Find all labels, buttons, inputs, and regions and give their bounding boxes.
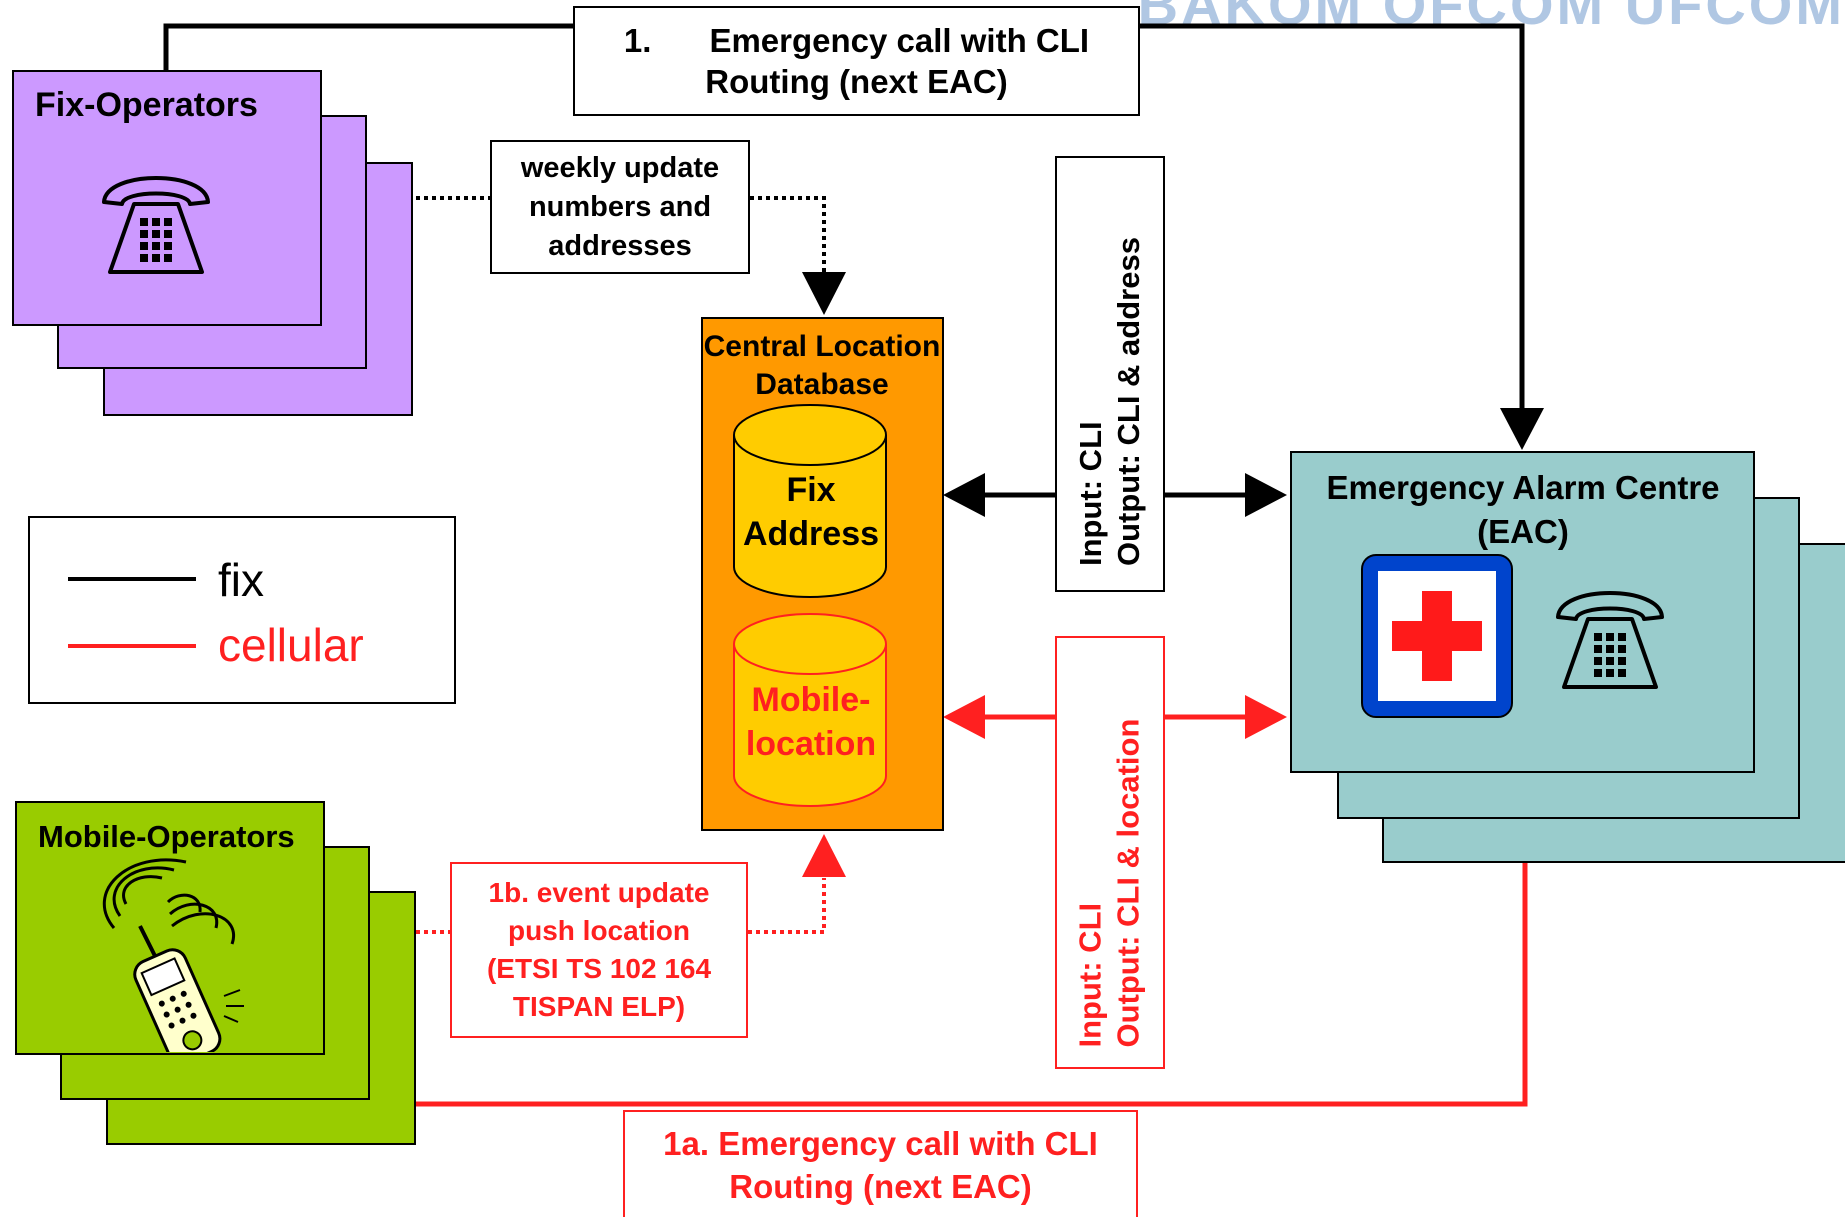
event-update-line4: TISPAN ELP) <box>512 991 686 1022</box>
fix-call-arrowhead <box>1500 408 1544 450</box>
mobile-call-line1: 1a. Emergency call with CLI <box>663 1124 1098 1162</box>
legend <box>28 516 456 704</box>
weekly-update-line2: numbers and <box>528 190 712 223</box>
mobile-phone-icon <box>56 856 256 1065</box>
fix-operators-title: Fix-Operators <box>35 86 258 124</box>
event-update-box: 1b. event update push location (ETSI TS … <box>450 862 748 1038</box>
fix-io-line2: Output: CLI & address <box>1111 237 1146 566</box>
fix-call-line1: Emergency call with CLI <box>709 22 1090 59</box>
mobile-io-line1: Input: CLI <box>1072 902 1108 1048</box>
eac-telephone-icon <box>1552 575 1668 691</box>
fix-io-arrowhead-right <box>1245 473 1287 517</box>
eac-title: Emergency Alarm Centre (EAC) <box>1292 466 1754 554</box>
mobile-location-line1: Mobile- <box>751 681 871 719</box>
weekly-update-line3: addresses <box>548 229 692 262</box>
weekly-update-arrowhead <box>802 272 846 315</box>
mobile-location-cylinder <box>732 612 890 808</box>
fix-address-line2: Address <box>742 515 880 553</box>
fix-io-arrowhead-left <box>943 473 985 517</box>
fix-io-box <box>1055 156 1165 592</box>
mobile-location-label: Mobile- location <box>732 678 890 766</box>
database-title: Central Location Database <box>696 328 948 404</box>
mobile-io-arrowhead-left <box>943 695 985 739</box>
event-update-line1: 1b. event update <box>488 877 710 908</box>
mobile-io-arrowhead-right <box>1245 695 1287 739</box>
event-update-arrowhead <box>802 834 846 877</box>
event-update-line3: (ETSI TS 102 164 <box>486 953 712 984</box>
fix-emergency-call-box: 1. Emergency call with CLI Routing (next… <box>573 6 1140 116</box>
weekly-update-line1: weekly update <box>520 151 720 184</box>
mobile-emergency-call-box: 1a. Emergency call with CLI Routing (nex… <box>623 1110 1138 1217</box>
eac-title-line1: Emergency Alarm Centre <box>1326 469 1720 506</box>
fix-call-line2: Routing (next EAC) <box>705 63 1008 100</box>
legend-label-cellular: cellular <box>218 619 364 671</box>
header-watermark: BAKOM OFCOM UFCOM <box>1137 0 1845 36</box>
event-update-line-2 <box>748 878 826 934</box>
event-update-line2: push location <box>508 915 690 946</box>
database-title-line2: Database <box>755 368 889 401</box>
telephone-icon <box>98 160 214 276</box>
mobile-io-label: Input: CLI Output: CLI & location <box>1062 637 1158 1070</box>
fix-io-label: Input: CLI Output: CLI & address <box>1062 156 1158 592</box>
fix-address-cylinder <box>732 403 890 599</box>
eac-title-line2: (EAC) <box>1477 513 1569 550</box>
weekly-update-line-2 <box>750 196 826 275</box>
fix-address-line1: Fix <box>786 471 836 509</box>
legend-line-fix <box>68 577 196 581</box>
fix-operators-card[interactable] <box>12 70 322 326</box>
mobile-location-line2: location <box>745 725 877 763</box>
mobile-io-box <box>1055 636 1165 1069</box>
fix-address-label: Fix Address <box>732 468 890 556</box>
legend-line-cellular <box>68 644 196 648</box>
weekly-update-box: weekly update numbers and addresses <box>490 140 750 274</box>
red-cross-icon <box>1360 553 1514 719</box>
database-title-line1: Central Location <box>703 330 941 363</box>
mobile-io-line2: Output: CLI & location <box>1110 718 1146 1048</box>
mobile-operators-title: Mobile-Operators <box>38 819 295 854</box>
legend-label-fix: fix <box>218 554 264 606</box>
mobile-call-line2: Routing (next EAC) <box>729 1167 1032 1205</box>
fix-call-step-number: 1. <box>623 22 652 59</box>
fix-io-line1: Input: CLI <box>1073 421 1108 566</box>
